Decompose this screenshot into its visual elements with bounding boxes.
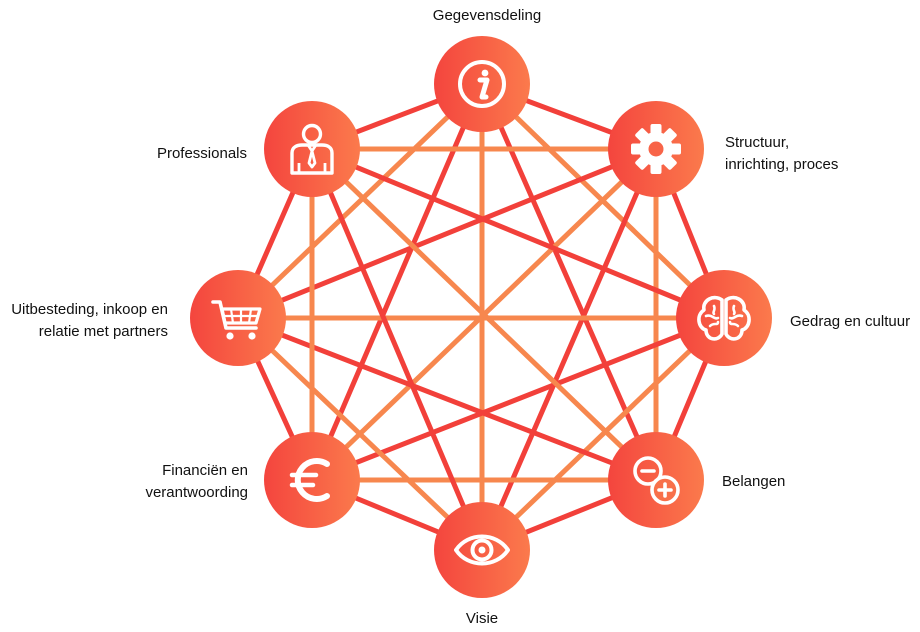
node-circle [676,270,772,366]
label-gedrag: Gedrag en cultuur [790,313,911,330]
connection-line [309,146,485,553]
connection-line [235,315,485,553]
label-belangen: Belangen [722,473,786,490]
connection-line [479,315,727,553]
node-professionals [264,101,360,197]
label-financien: Financiën en verantwoording [145,462,248,501]
label-professionals: Professionals [156,145,247,162]
professional-icon [290,123,334,175]
node-financien [264,432,360,528]
gear-icon [631,124,681,174]
connection-line [235,146,659,321]
brain-icon [697,295,751,341]
connection-line [235,81,485,321]
minus-plus-icon [633,456,680,505]
node-gegevensdeling [434,36,530,132]
node-gedrag [676,270,772,366]
info-icon [458,60,506,108]
cart-icon [211,300,262,340]
connection-line [309,146,659,483]
connection-line [309,146,727,321]
node-circle [434,36,530,132]
node-structuur [608,101,704,197]
eye-icon [454,534,510,566]
connection-line [235,315,659,483]
node-circle [264,432,360,528]
label-gegevensdeling: Gegevensdeling [432,7,542,24]
nodes [190,36,772,598]
euro-icon [289,458,330,502]
node-visie [434,502,530,598]
label-structuur: Structuur, inrichting, proces [725,134,839,173]
label-uitbesteding: Uitbesteding, inkoop en relatie met part… [11,301,168,340]
node-uitbesteding [190,270,286,366]
label-visie: Visie [465,610,499,627]
node-circle [190,270,286,366]
node-belangen [608,432,704,528]
connection-line [479,146,659,553]
